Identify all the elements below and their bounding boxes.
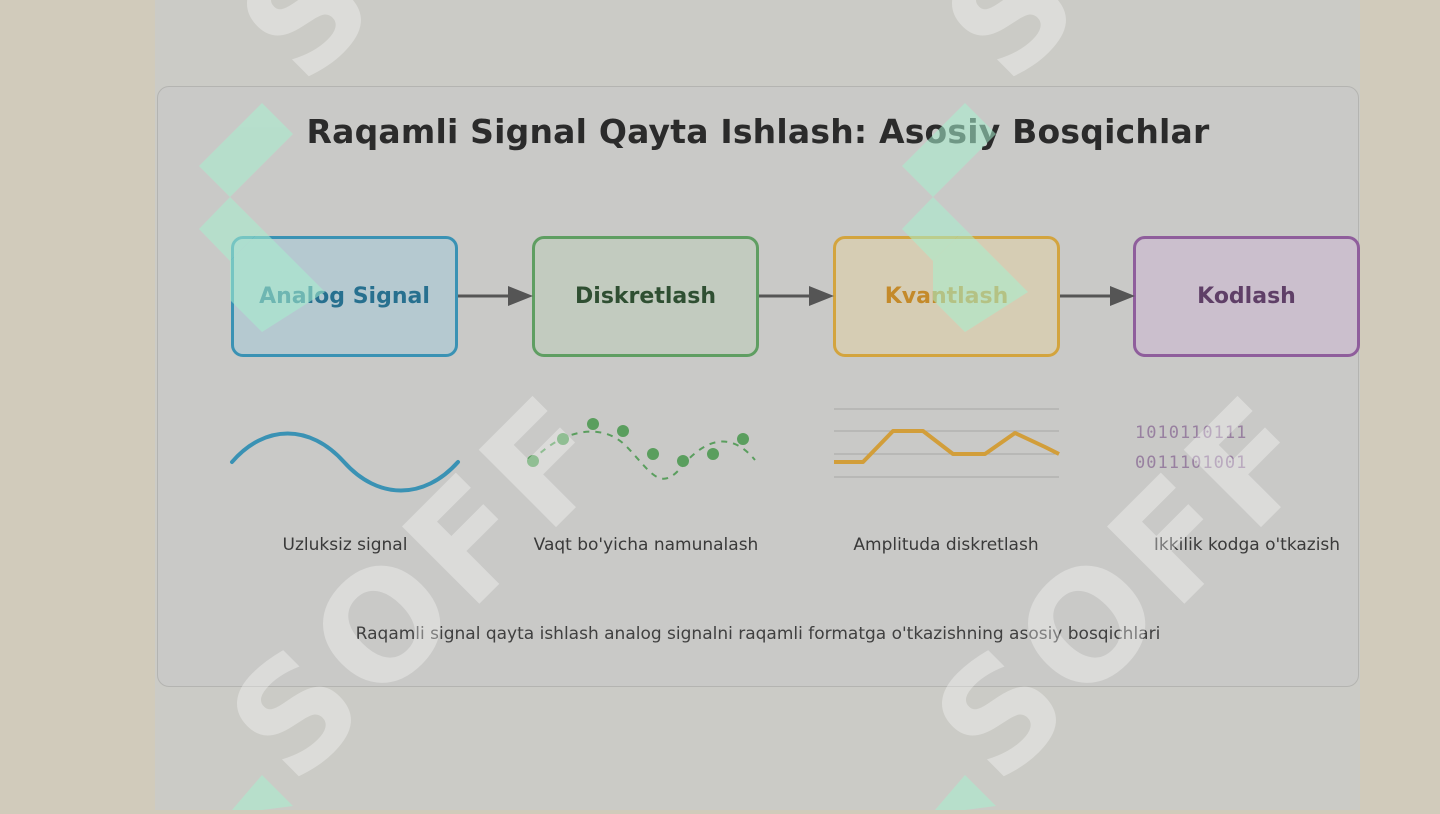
- caption-diskretlash: Vaqt bo'yicha namunalash: [533, 535, 759, 555]
- caption-analog-signal: Uzluksiz signal: [282, 535, 408, 555]
- arrow-analog-to-diskretlash: [458, 286, 533, 306]
- sample-dot: [647, 448, 659, 460]
- sampled-signal-graphic: [527, 418, 756, 480]
- step-label-kodlash: Kodlash: [1197, 284, 1296, 309]
- sample-dot: [677, 455, 689, 467]
- sample-dot: [707, 448, 719, 460]
- step-box-kodlash: Kodlash: [1133, 236, 1360, 357]
- step-box-diskretlash: Diskretlash: [532, 236, 759, 357]
- diagram-card: [157, 86, 1359, 687]
- sample-dot: [617, 425, 629, 437]
- sample-dot: [587, 418, 599, 430]
- watermark-logo-bottom-left: [232, 775, 293, 810]
- sample-dot: [557, 433, 569, 445]
- binary-code-line-2: 0011101001: [1135, 453, 1248, 473]
- step-label-diskretlash: Diskretlash: [575, 284, 716, 309]
- arrow-diskretlash-to-kvantlash: [759, 286, 834, 306]
- arrow-kvantlash-to-kodlash: [1060, 286, 1135, 306]
- diagram-title: Raqamli Signal Qayta Ishlash: Asosiy Bos…: [306, 112, 1210, 151]
- watermark-logo-left: [199, 103, 325, 332]
- binary-code-line-1: 1010110111: [1135, 423, 1248, 443]
- diagram-footer-note: Raqamli signal qayta ishlash analog sign…: [355, 624, 1161, 644]
- watermark-logo-right: [902, 103, 1028, 332]
- caption-kodlash: Ikkilik kodga o'tkazish: [1153, 535, 1341, 555]
- sample-dot: [737, 433, 749, 445]
- caption-kvantlash: Amplituda diskretlash: [853, 535, 1039, 555]
- sample-dot: [527, 455, 539, 467]
- step-box-analog-signal: Analog Signal: [231, 236, 458, 357]
- analog-wave-graphic: [230, 431, 460, 493]
- quantized-signal-graphic: [834, 408, 1060, 478]
- watermark-logo-bottom-right: [935, 775, 996, 810]
